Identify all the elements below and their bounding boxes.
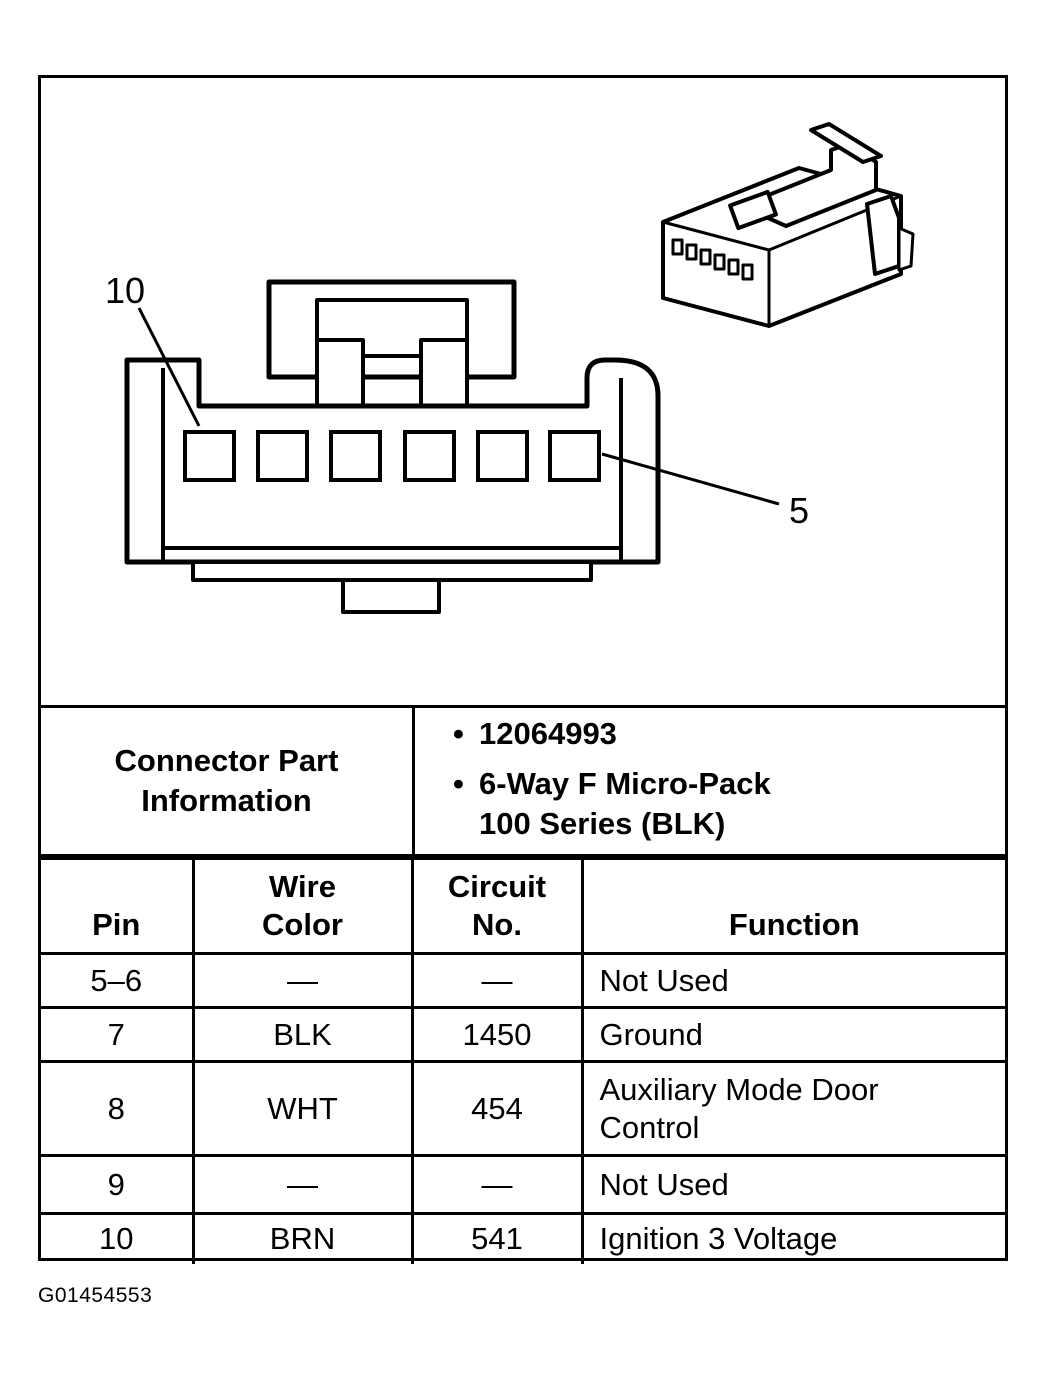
- pin-cavities: [183, 430, 601, 482]
- pin-label-5: 5: [789, 490, 810, 531]
- cell-circuit: —: [410, 952, 584, 1009]
- cell-circuit: 454: [410, 1060, 584, 1157]
- cell-pin: 5–6: [41, 952, 195, 1009]
- cavity-9: [256, 430, 309, 482]
- part-info-label: Connector Part Information: [41, 708, 415, 854]
- cavity-7: [403, 430, 456, 482]
- pin-label-10: 10: [105, 270, 146, 311]
- table-header-row: Pin Wire Color Circuit No. Function: [41, 857, 1005, 955]
- part-description-line2: 100 Series (BLK): [479, 806, 726, 841]
- header-pin: Pin: [41, 857, 195, 955]
- cavity-8: [329, 430, 382, 482]
- connector-face-view: [124, 279, 661, 614]
- table-row: 10 BRN 541 Ignition 3 Voltage: [41, 1212, 1005, 1264]
- cell-function: Ignition 3 Voltage: [580, 1212, 1005, 1264]
- cell-circuit: 1450: [410, 1006, 584, 1063]
- cell-pin: 10: [41, 1212, 195, 1264]
- connector-face-drawing: [124, 122, 915, 614]
- figure-id: G01454553: [38, 1284, 153, 1307]
- leader-lines: [137, 307, 780, 506]
- pin-table: Pin Wire Color Circuit No. Function 5–6 …: [41, 857, 1005, 1264]
- cell-wire-color: —: [191, 952, 414, 1009]
- bullet-icon: •: [453, 716, 464, 751]
- part-info-label-line1: Connector Part: [114, 743, 339, 778]
- connector-figure-frame: 10 5 Connector Part Information • 120649…: [38, 75, 1008, 1264]
- bullet-icon: •: [453, 766, 464, 801]
- cell-wire-color: —: [191, 1154, 414, 1215]
- cavity-6: [476, 430, 529, 482]
- cell-wire-color: WHT: [191, 1060, 414, 1157]
- cell-function: Auxiliary Mode Door Control: [580, 1060, 1005, 1157]
- connector-part-info: Connector Part Information • 12064993 • …: [41, 708, 1005, 857]
- cavity-5: [548, 430, 601, 482]
- cell-function: Not Used: [580, 952, 1005, 1009]
- table-row: 8 WHT 454 Auxiliary Mode Door Control: [41, 1060, 1005, 1157]
- cell-pin: 7: [41, 1006, 195, 1063]
- cell-wire-color: BLK: [191, 1006, 414, 1063]
- header-function: Function: [580, 857, 1005, 955]
- table-row: 7 BLK 1450 Ground: [41, 1006, 1005, 1063]
- cell-circuit: —: [410, 1154, 584, 1215]
- cell-pin: 8: [41, 1060, 195, 1157]
- cell-function: Ground: [580, 1006, 1005, 1063]
- table-row: 9 — — Not Used: [41, 1154, 1005, 1215]
- cavity-10: [183, 430, 236, 482]
- part-number: 12064993: [479, 716, 617, 751]
- cell-circuit: 541: [410, 1212, 584, 1264]
- cell-wire-color: BRN: [191, 1212, 414, 1264]
- connector-diagram: 10 5: [41, 78, 1005, 708]
- part-info-values: • 12064993 • 6-Way F Micro-Pack 100 Seri…: [415, 708, 1005, 854]
- table-row: 5–6 — — Not Used: [41, 952, 1005, 1009]
- cell-pin: 9: [41, 1154, 195, 1215]
- cell-function: Not Used: [580, 1154, 1005, 1215]
- part-info-label-line2: Information: [141, 783, 312, 818]
- part-description-line1: 6-Way F Micro-Pack: [479, 766, 771, 801]
- header-wire-color: Wire Color: [191, 857, 414, 955]
- header-circuit-no: Circuit No.: [410, 857, 584, 955]
- connector-3d-view: [661, 122, 915, 328]
